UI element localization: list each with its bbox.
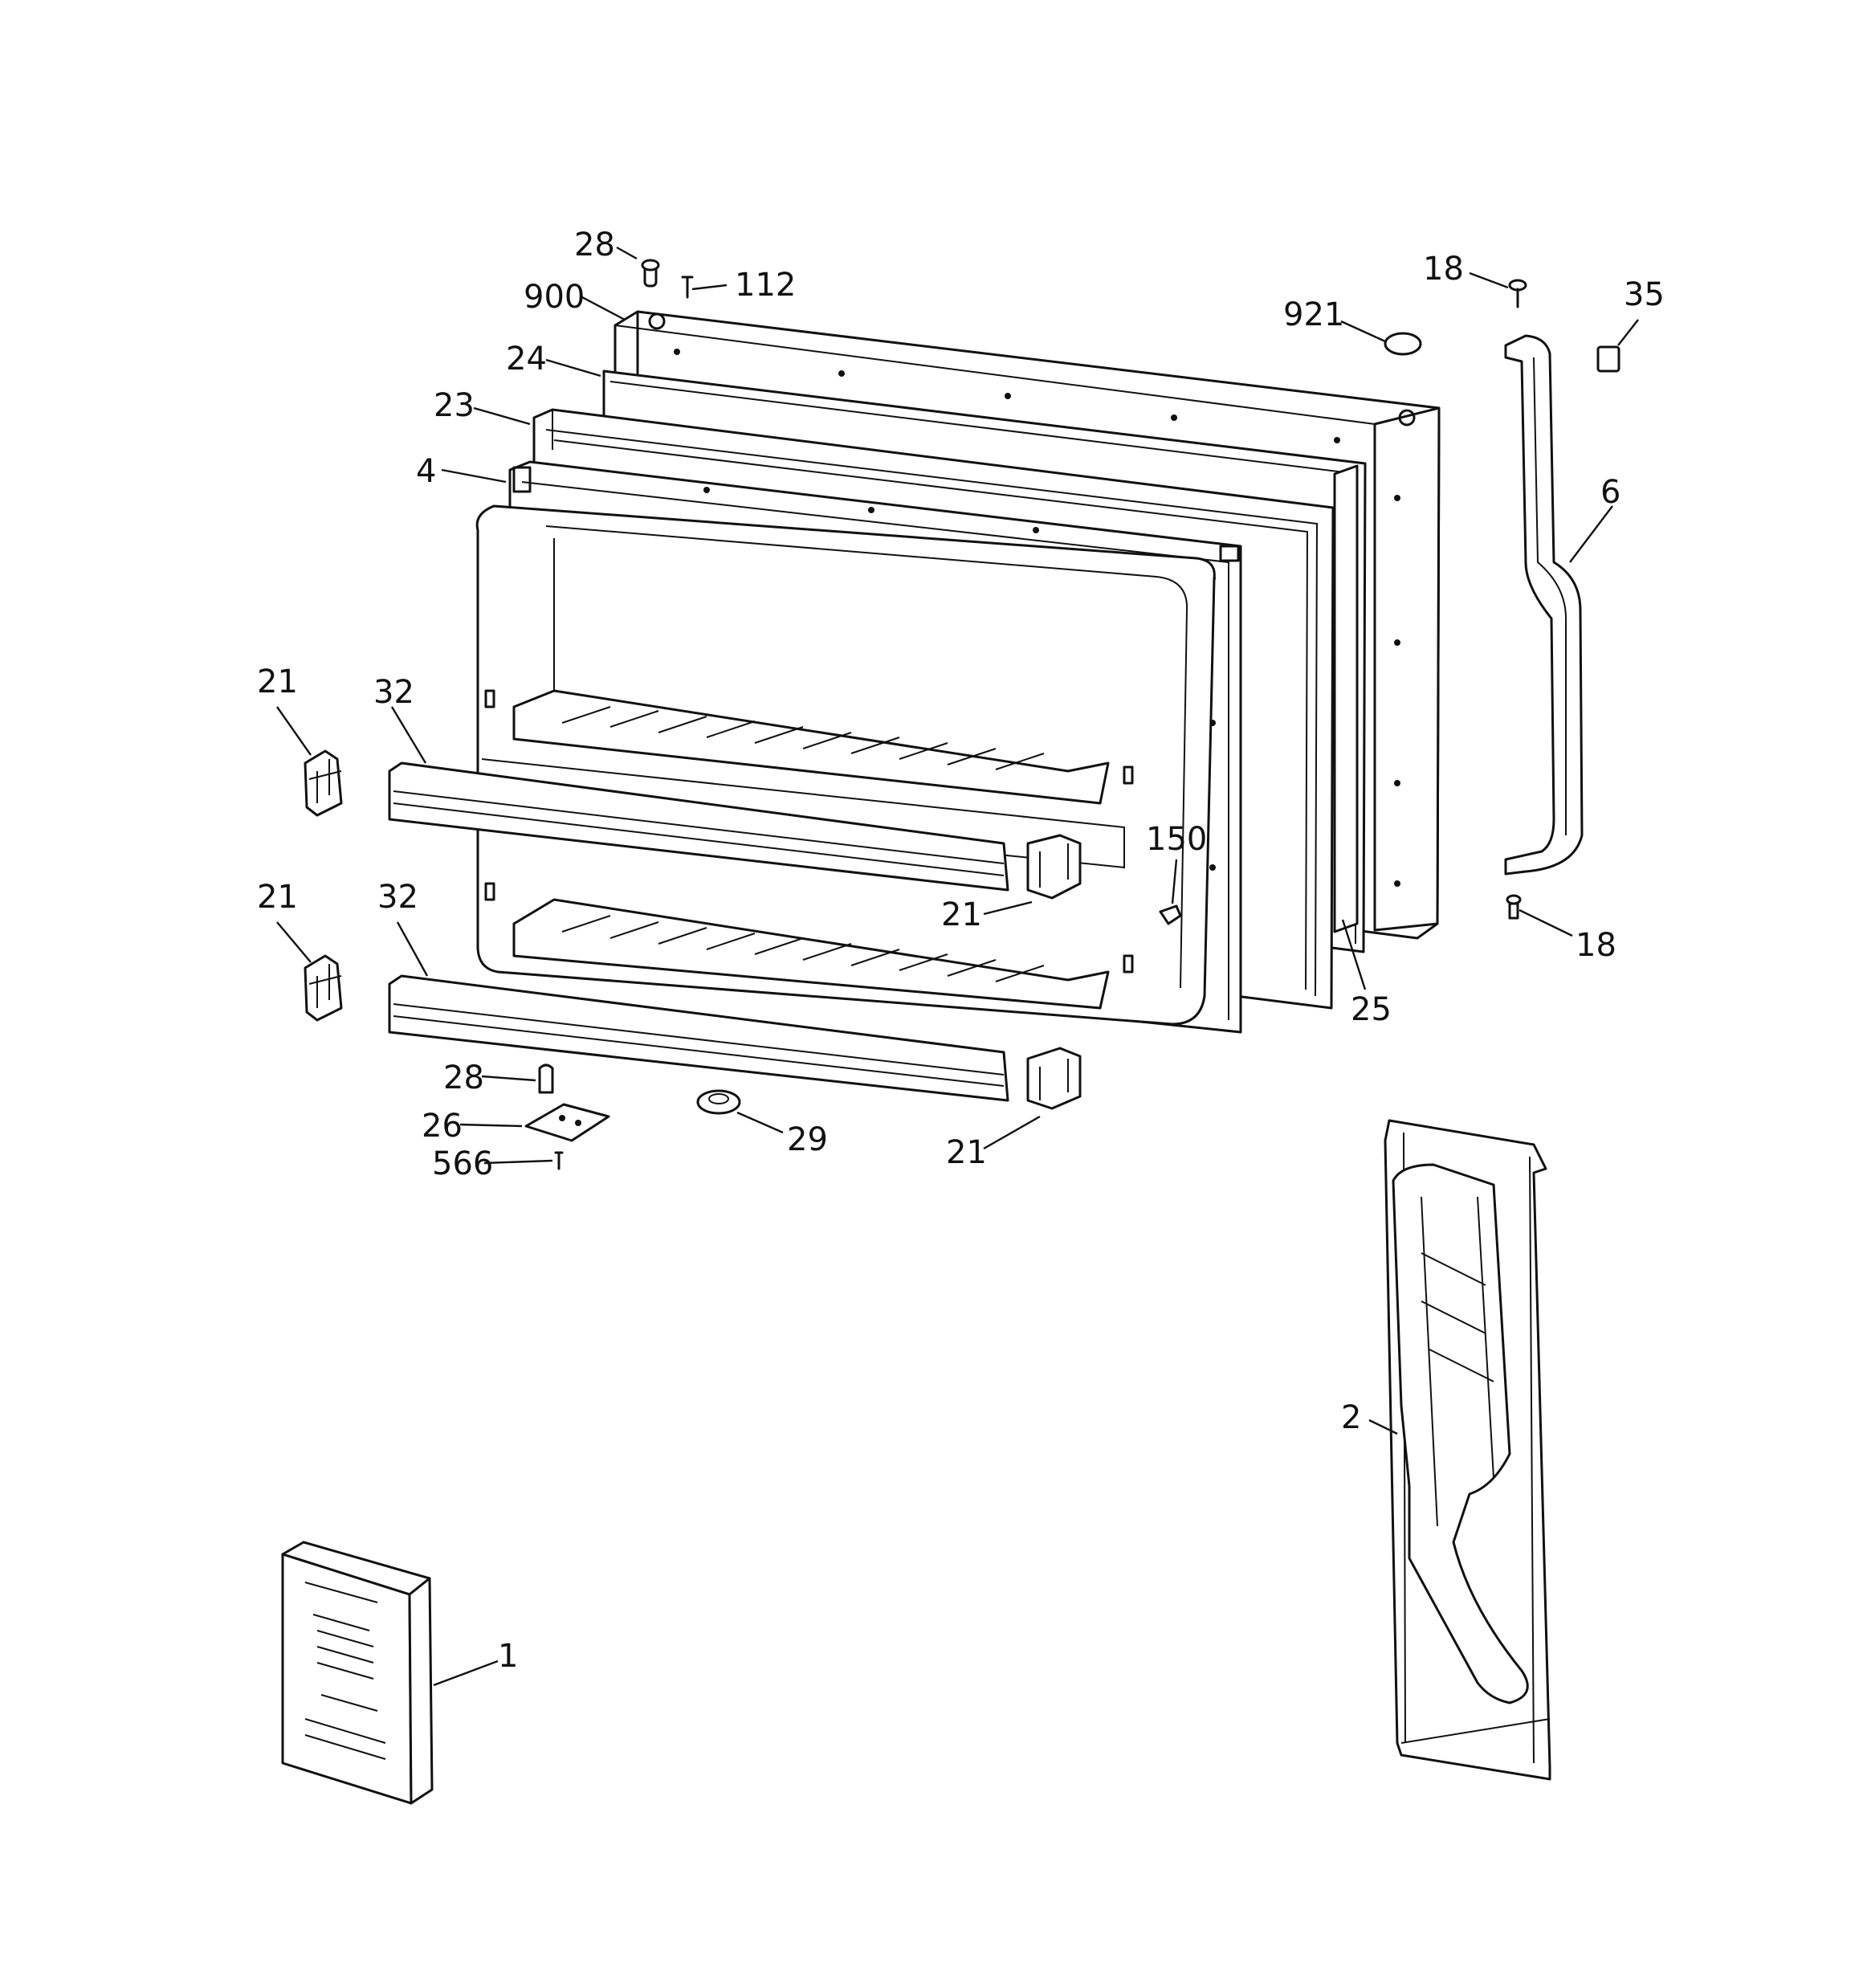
- callout-35: 35: [1624, 276, 1665, 313]
- screw-28-bottom: [538, 1063, 554, 1094]
- callout-21-d: 21: [946, 1134, 987, 1171]
- callout-numbers: 28 112 900 24 23 4 921 18 35 6 21 32 21 …: [257, 227, 1665, 1675]
- clip-21-lower-right: [1026, 1047, 1082, 1110]
- callout-900: 900: [524, 279, 585, 316]
- callout-21-b: 21: [257, 879, 298, 916]
- callout-566: 566: [432, 1145, 493, 1182]
- callout-112: 112: [735, 267, 796, 304]
- callout-28-bottom: 28: [443, 1059, 484, 1096]
- callout-32-b: 32: [377, 879, 418, 916]
- plate-26: [524, 1103, 610, 1142]
- bar-32-lower: [388, 974, 1009, 1102]
- callout-4: 4: [416, 453, 436, 490]
- callout-2: 2: [1341, 1399, 1361, 1436]
- bar-32-upper: [388, 761, 1009, 892]
- callout-18-top: 18: [1423, 251, 1464, 288]
- callout-150: 150: [1146, 821, 1207, 858]
- clip-21-upper-right: [1026, 834, 1082, 900]
- handle-bracket: [1504, 334, 1584, 876]
- screw-112: [681, 276, 694, 299]
- side-gasket-strip: [1333, 464, 1359, 933]
- screw-18-bottom: [1506, 894, 1522, 920]
- screw-18-top: [1508, 279, 1527, 308]
- callout-21-a: 21: [257, 663, 298, 700]
- callout-26: 26: [422, 1108, 463, 1145]
- screw-28-top: [641, 259, 660, 288]
- callout-29: 29: [787, 1121, 828, 1158]
- screw-150: [1159, 904, 1182, 925]
- screw-566: [554, 1151, 564, 1170]
- handle-package: [1384, 1119, 1551, 1781]
- callout-23: 23: [434, 387, 475, 424]
- callout-32-a: 32: [373, 674, 414, 711]
- leader-lines: [276, 246, 1639, 1687]
- clip-21-upper-left: [304, 749, 343, 817]
- callout-6: 6: [1600, 474, 1620, 511]
- callout-921: 921: [1283, 296, 1344, 333]
- cap-35: [1596, 345, 1620, 373]
- callout-24: 24: [506, 341, 547, 378]
- callout-18-bottom: 18: [1576, 927, 1616, 964]
- callout-1: 1: [498, 1638, 518, 1675]
- callout-25: 25: [1351, 991, 1392, 1028]
- clip-21-lower-left: [304, 954, 343, 1022]
- grommet-29: [696, 1089, 741, 1115]
- owners-manual: [281, 1541, 434, 1805]
- callout-28-top: 28: [574, 227, 615, 263]
- callout-21-c: 21: [941, 896, 982, 933]
- plug-921: [1384, 332, 1422, 356]
- inner-door-bin: [475, 504, 1216, 1026]
